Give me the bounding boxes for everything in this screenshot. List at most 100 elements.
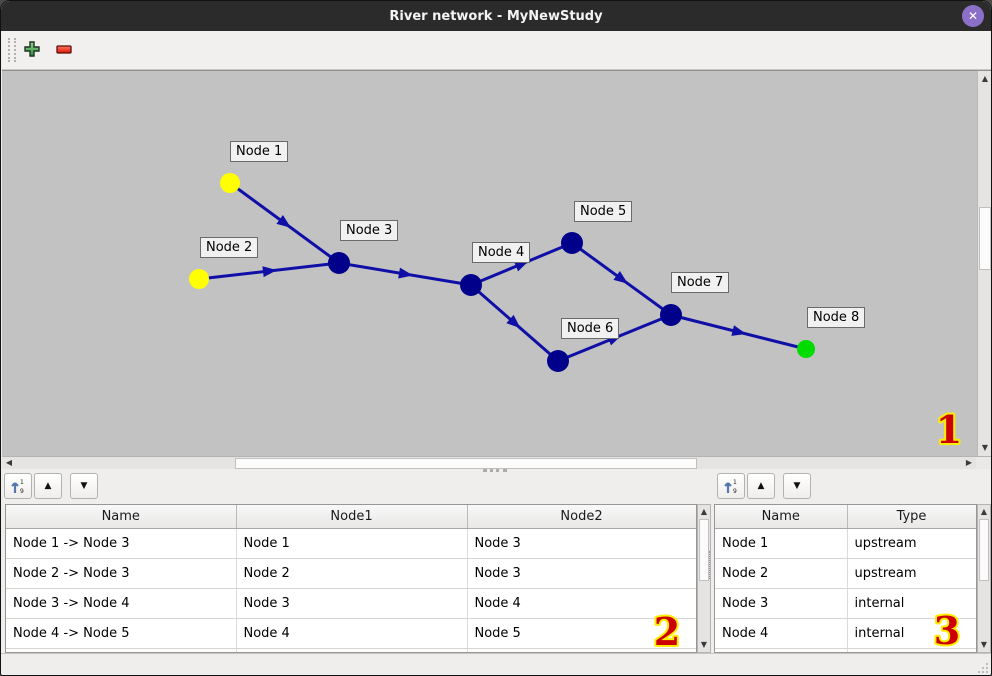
up-triangle-icon: ▲ — [44, 480, 52, 491]
reaches-sort-button[interactable]: 1 9 — [4, 473, 32, 499]
flow-direction-arrow-icon — [398, 267, 413, 279]
column-header[interactable]: Node2 — [467, 505, 696, 529]
node-label[interactable]: Node 2 — [200, 237, 259, 258]
remove-node-button[interactable] — [54, 39, 74, 59]
column-header[interactable]: Node1 — [236, 505, 468, 529]
scroll-up-icon[interactable]: ▲ — [980, 507, 988, 516]
table-cell[interactable]: Node 1 — [236, 528, 468, 559]
table-cell — [236, 648, 468, 652]
table-cell — [467, 648, 696, 652]
add-node-button[interactable] — [22, 39, 42, 59]
flow-direction-arrow-icon — [262, 266, 277, 278]
flow-direction-arrow-icon — [513, 260, 529, 272]
nodes-scroll-thumb[interactable] — [979, 519, 989, 581]
table-cell[interactable]: Node 2 — [715, 558, 848, 589]
scroll-down-icon[interactable]: ▼ — [700, 640, 708, 649]
down-triangle-icon: ▼ — [793, 480, 801, 491]
nodes-table-scrollbar[interactable]: ▲ ▼ — [977, 504, 991, 653]
table-cell[interactable]: Node 5 — [467, 618, 696, 649]
reaches-table-scrollbar[interactable]: ▲ ▼ — [697, 504, 711, 653]
network-canvas[interactable]: Node 1 Node 2 Node 3 Node 4 Node 5 Node 6 Node… — [2, 70, 977, 457]
column-header[interactable]: Name — [6, 505, 237, 529]
network-node[interactable] — [328, 252, 350, 274]
table-cell — [847, 648, 976, 652]
reaches-scroll-thumb[interactable] — [699, 519, 709, 581]
close-button[interactable]: ✕ — [962, 5, 984, 27]
resize-grip-icon[interactable] — [975, 662, 989, 674]
close-icon: ✕ — [967, 9, 979, 23]
horizontal-scroll-thumb[interactable] — [235, 458, 697, 469]
table-cell[interactable]: Node 3 -> Node 4 — [6, 588, 237, 619]
node-label[interactable]: Node 4 — [472, 242, 531, 263]
table-cell[interactable]: Node 3 — [467, 558, 696, 589]
network-node[interactable] — [660, 304, 682, 326]
status-bar — [1, 653, 991, 675]
table-cell[interactable]: Node 2 — [236, 558, 468, 589]
up-triangle-icon: ▲ — [757, 480, 765, 491]
network-node[interactable] — [797, 340, 815, 358]
nodes-move-down-button[interactable]: ▼ — [783, 473, 811, 499]
table-cell[interactable]: Node 1 — [715, 528, 848, 559]
node-label[interactable]: Node 1 — [230, 141, 289, 162]
toolbar-drag-handle[interactable] — [8, 38, 16, 62]
scroll-up-icon[interactable]: ▲ — [981, 74, 989, 83]
table-cell[interactable]: Node 3 — [236, 588, 468, 619]
horizontal-splitter[interactable] — [2, 469, 991, 472]
flow-direction-arrow-icon — [276, 215, 291, 228]
table-cell[interactable]: Node 4 — [236, 618, 468, 649]
empty-row — [715, 648, 976, 652]
nodes-move-up-button[interactable]: ▲ — [747, 473, 775, 499]
scroll-down-icon[interactable]: ▼ — [980, 640, 988, 649]
scroll-left-icon[interactable]: ◀ — [5, 458, 13, 467]
table-cell[interactable]: internal — [847, 618, 976, 649]
table-cell[interactable]: Node 3 — [467, 528, 696, 559]
canvas-horizontal-scrollbar[interactable]: ◀ ▶ — [2, 456, 976, 469]
column-header[interactable]: Type — [847, 505, 976, 529]
svg-text:1: 1 — [20, 479, 24, 486]
network-node[interactable] — [547, 350, 569, 372]
node-label[interactable]: Node 5 — [574, 201, 633, 222]
node-label[interactable]: Node 7 — [671, 272, 730, 293]
table-cell[interactable]: Node 4 — [715, 618, 848, 649]
flow-direction-arrow-icon — [613, 271, 628, 284]
flow-direction-arrow-icon — [731, 325, 747, 336]
table-cell[interactable]: Node 4 -> Node 5 — [6, 618, 237, 649]
scroll-down-icon[interactable]: ▼ — [981, 443, 989, 452]
down-triangle-icon: ▼ — [80, 480, 88, 491]
network-node[interactable] — [460, 274, 482, 296]
node-label[interactable]: Node 8 — [807, 307, 866, 328]
vertical-scroll-thumb[interactable] — [979, 207, 991, 270]
network-node[interactable] — [220, 173, 240, 193]
table-cell[interactable]: internal — [847, 588, 976, 619]
plus-icon — [24, 41, 40, 57]
scroll-right-icon[interactable]: ▶ — [965, 458, 973, 467]
title-bar: River network - MyNewStudy ✕ — [1, 1, 991, 31]
sort-rows-icon: 1 9 — [11, 479, 24, 494]
nodes-sort-button[interactable]: 1 9 — [717, 473, 745, 499]
column-header[interactable]: Name — [715, 505, 848, 529]
network-node[interactable] — [561, 232, 583, 254]
canvas-vertical-scrollbar[interactable]: ▲ ▼ — [977, 70, 991, 456]
node-label[interactable]: Node 3 — [340, 220, 399, 241]
table-cell[interactable]: Node 4 — [467, 588, 696, 619]
reaches-move-down-button[interactable]: ▼ — [70, 473, 98, 499]
table-cell[interactable]: upstream — [847, 528, 976, 559]
scroll-up-icon[interactable]: ▲ — [700, 507, 708, 516]
table-cell[interactable]: Node 1 -> Node 3 — [6, 528, 237, 559]
table-cell[interactable]: Node 2 -> Node 3 — [6, 558, 237, 589]
flow-direction-arrow-icon — [506, 314, 521, 329]
node-label[interactable]: Node 6 — [561, 318, 620, 339]
table-cell[interactable]: Node 3 — [715, 588, 848, 619]
table-cell[interactable]: upstream — [847, 558, 976, 589]
reaches-move-up-button[interactable]: ▲ — [34, 473, 62, 499]
network-node[interactable] — [189, 269, 209, 289]
